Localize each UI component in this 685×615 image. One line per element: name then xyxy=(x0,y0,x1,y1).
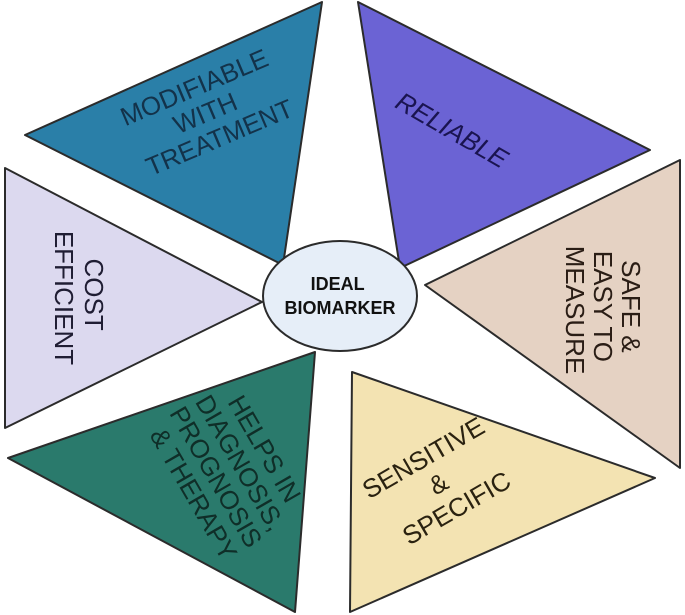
segment-modifiable-with-treatment xyxy=(24,1,323,266)
center-label: IDEAL BIOMARKER xyxy=(285,274,396,318)
segment-helps-in-diagnosis xyxy=(7,351,316,613)
label-cost-efficient: COST EFFICIENT xyxy=(49,231,109,365)
segment-safe-easy-to-measure xyxy=(424,159,681,469)
segment-sensitive-specific xyxy=(349,371,656,613)
label-helps-in-diagnosis: HELPS IN DIAGNOSIS, PROGNOSIS & THERAPY xyxy=(139,373,320,573)
label-safe-easy-to-measure: SAFE & EASY TO MEASURE xyxy=(560,246,646,375)
segment-cost-efficient xyxy=(4,167,263,429)
segment-reliable xyxy=(357,1,651,269)
center-ellipse xyxy=(262,240,418,352)
